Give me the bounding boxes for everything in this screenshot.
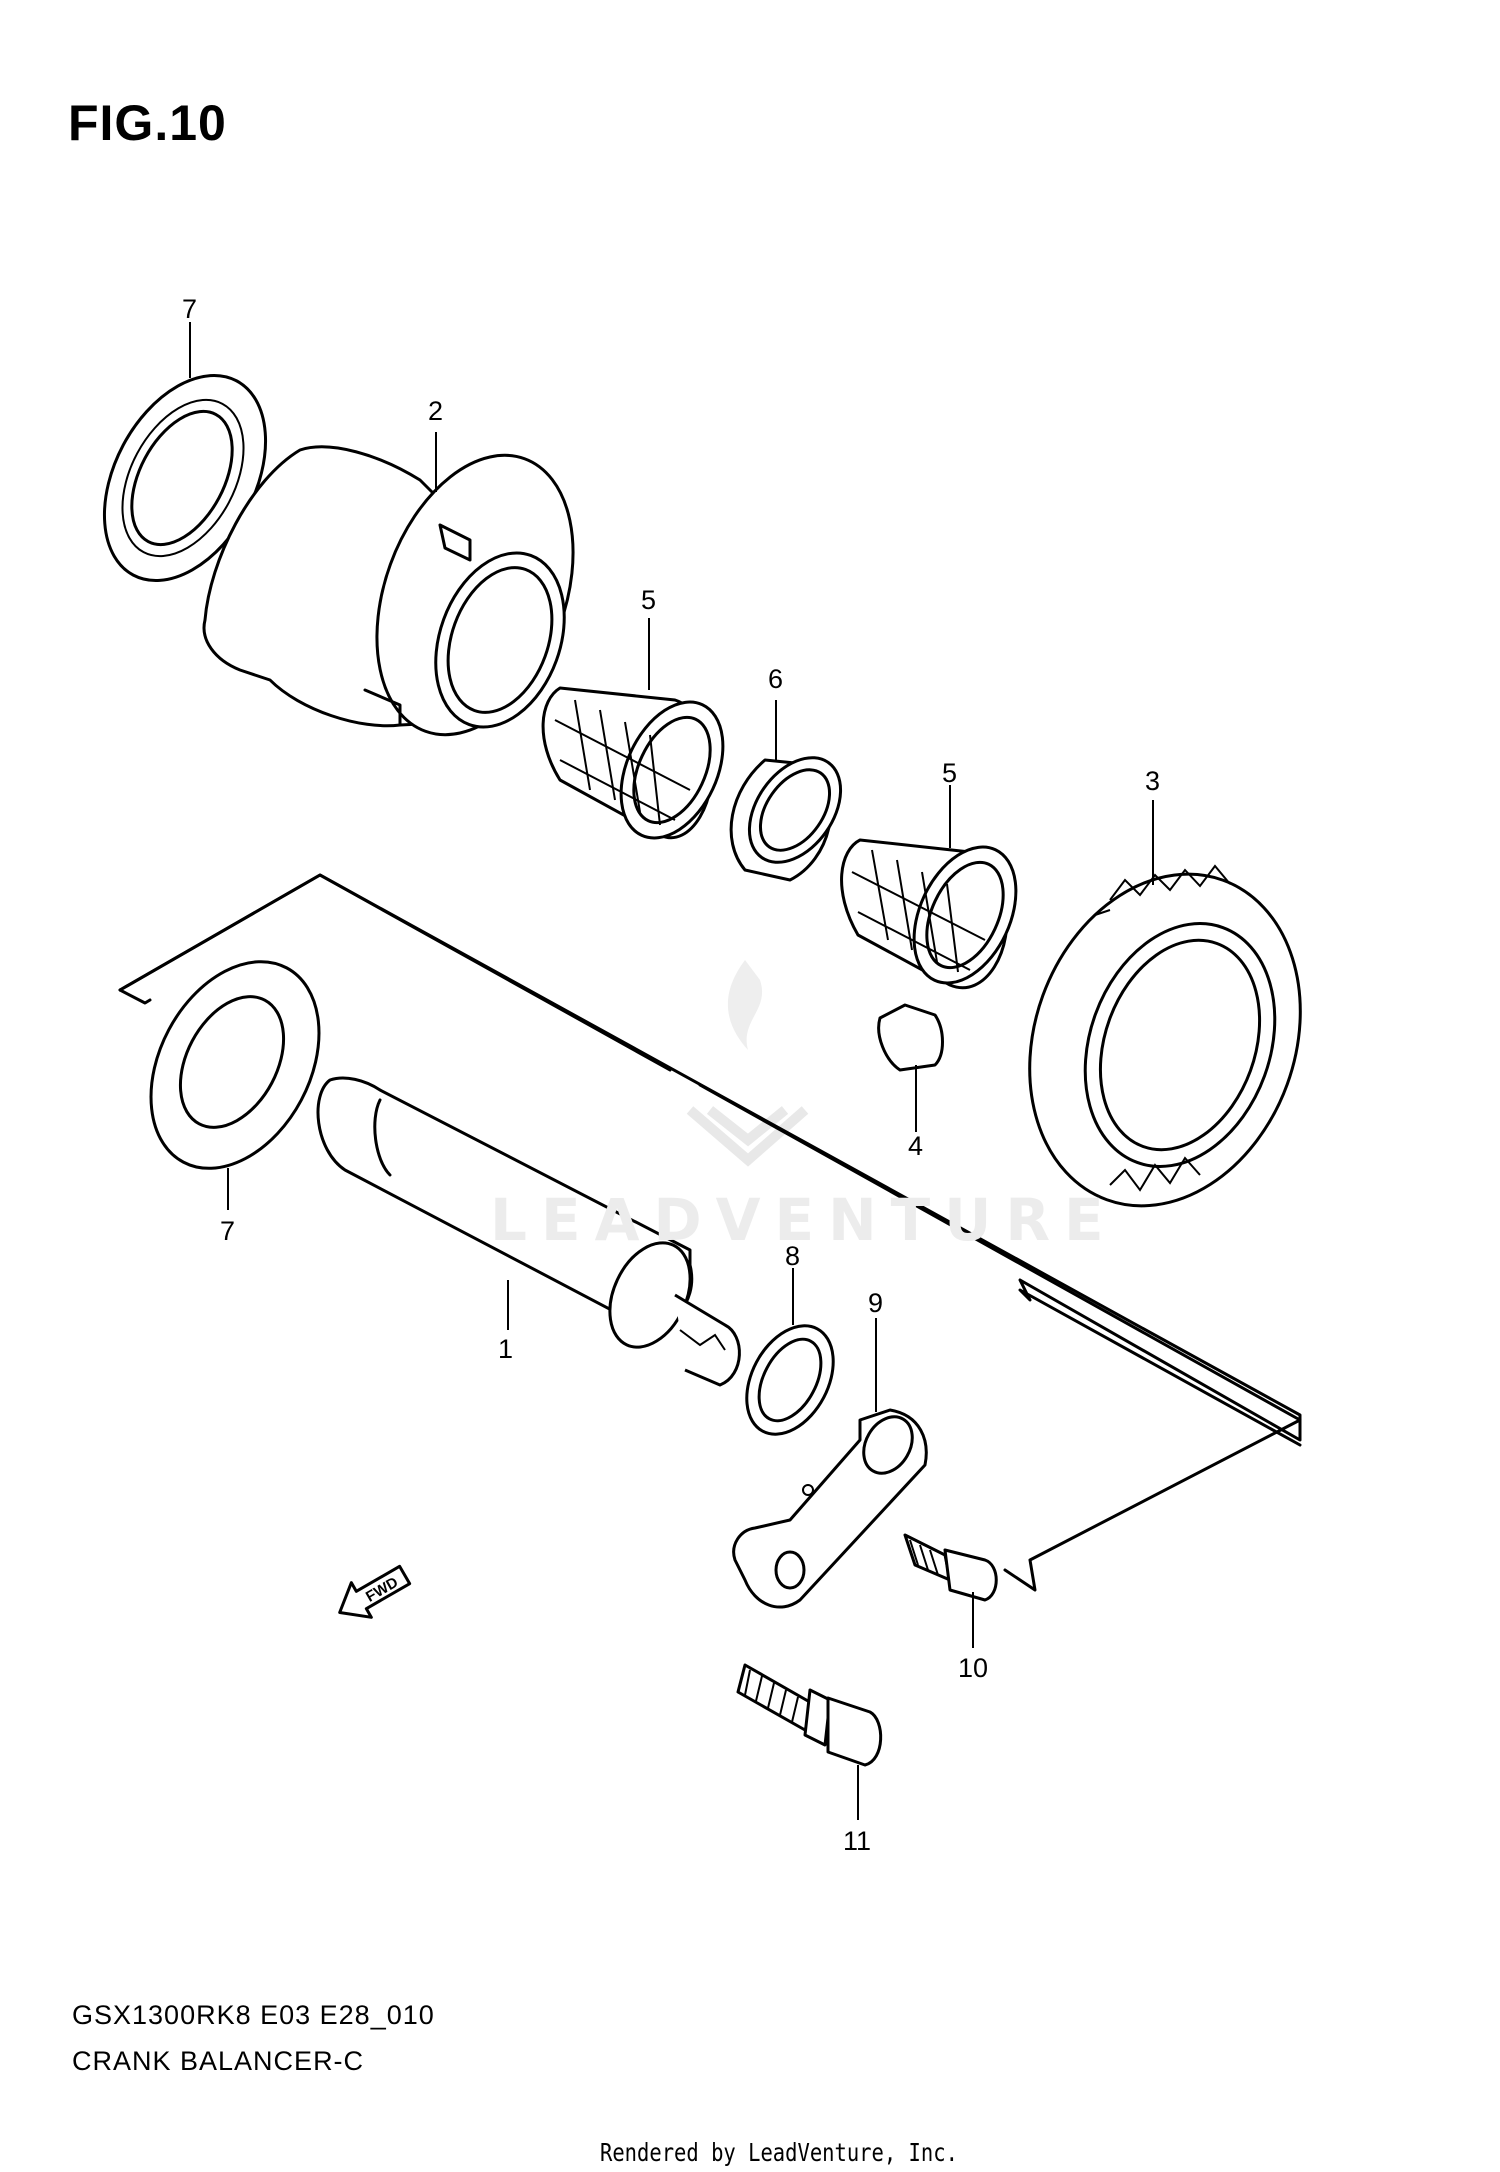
part-balancer-shaft (316, 1076, 741, 1387)
part-spacer (729, 756, 843, 882)
callout-labels: 7 2 5 6 5 3 4 7 1 8 9 10 11 (182, 294, 1160, 1856)
callout-8: 8 (785, 1241, 800, 1271)
callout-6: 6 (768, 664, 783, 694)
part-key (877, 1003, 944, 1072)
model-code: GSX1300RK8 E03 E28_010 (72, 2000, 435, 2030)
callout-3: 3 (1145, 766, 1160, 796)
callout-9: 9 (868, 1288, 883, 1318)
part-needle-bearing-upper (541, 686, 725, 840)
callout-5-lower: 5 (942, 758, 957, 788)
callout-4: 4 (908, 1131, 923, 1161)
assembly-boundary-line (118, 873, 1302, 1592)
part-bolt-flange (736, 1663, 883, 1767)
part-lever (732, 1408, 928, 1609)
part-oil-seal-lower (149, 960, 321, 1170)
leader-lines (189, 322, 1154, 1820)
part-washer (745, 1324, 835, 1436)
part-bolt-small (903, 1533, 998, 1602)
part-needle-bearing-lower (840, 838, 1018, 990)
callout-7-top: 7 (182, 294, 197, 324)
callout-10: 10 (958, 1653, 988, 1683)
part-balancer-weight (202, 445, 575, 737)
rendered-by-footer: Rendered by LeadVenture, Inc. (600, 2138, 958, 2167)
figure-title: FIG.10 (68, 95, 227, 151)
callout-11: 11 (843, 1826, 871, 1856)
part-oil-seal-top (102, 373, 268, 583)
watermark-brand-text: LEADVENTURE (490, 1186, 1118, 1254)
forward-direction-arrow: FWD (338, 1564, 412, 1619)
callout-2: 2 (428, 396, 443, 426)
diagram-part-name: CRANK BALANCER-C (72, 2046, 365, 2076)
callout-5-upper: 5 (641, 585, 656, 615)
watermark-logo (686, 960, 809, 1167)
callout-1: 1 (498, 1334, 513, 1364)
part-driven-gear (1028, 864, 1302, 1208)
callout-7-lower: 7 (220, 1216, 235, 1246)
